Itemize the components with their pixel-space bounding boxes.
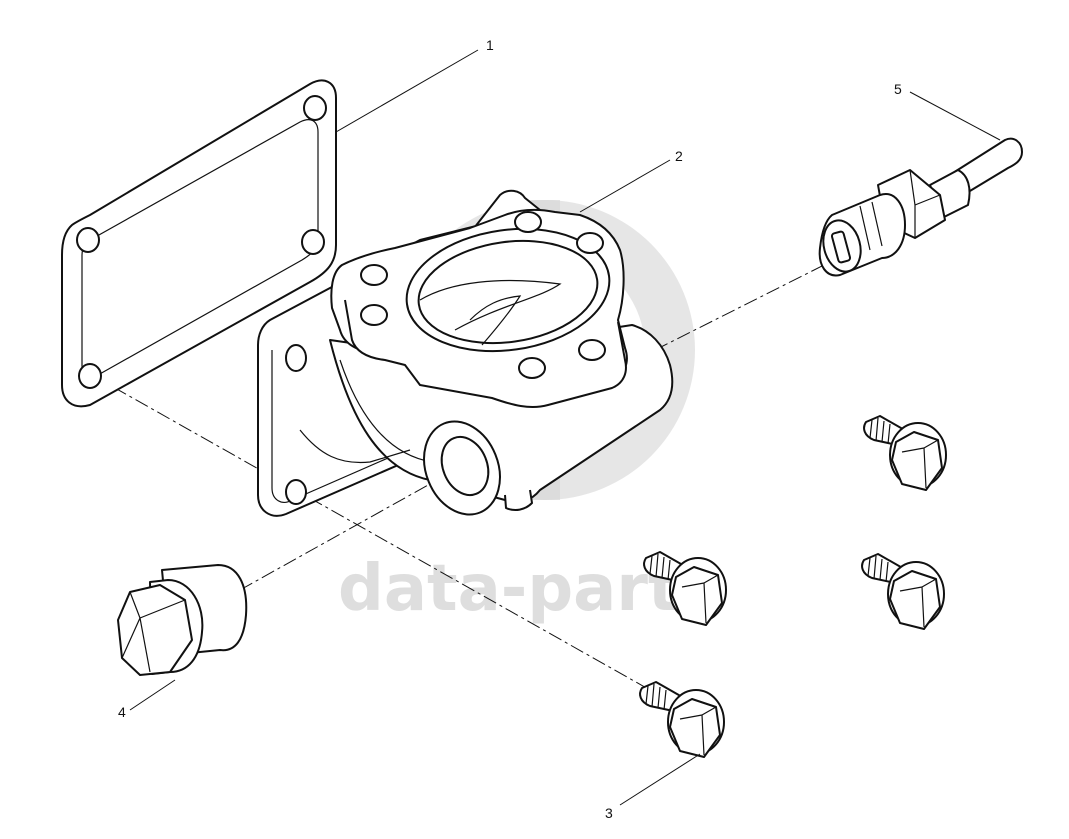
flange-bolt	[639, 681, 725, 758]
callout-2: 2	[675, 148, 683, 164]
flange-bolt	[861, 553, 945, 630]
assembly-lines	[91, 261, 831, 691]
callout-5: 5	[894, 81, 902, 97]
callout-3: 3	[605, 805, 613, 821]
flange-bolt	[863, 415, 947, 491]
gasket	[61, 79, 337, 408]
thermostat-housing	[257, 189, 674, 517]
callout-1: 1	[486, 37, 494, 53]
temperature-sensor	[818, 137, 1023, 277]
flange-bolt	[643, 551, 727, 626]
leader-lines	[129, 49, 1001, 806]
drain-plug	[117, 564, 248, 676]
callout-4: 4	[118, 704, 126, 720]
